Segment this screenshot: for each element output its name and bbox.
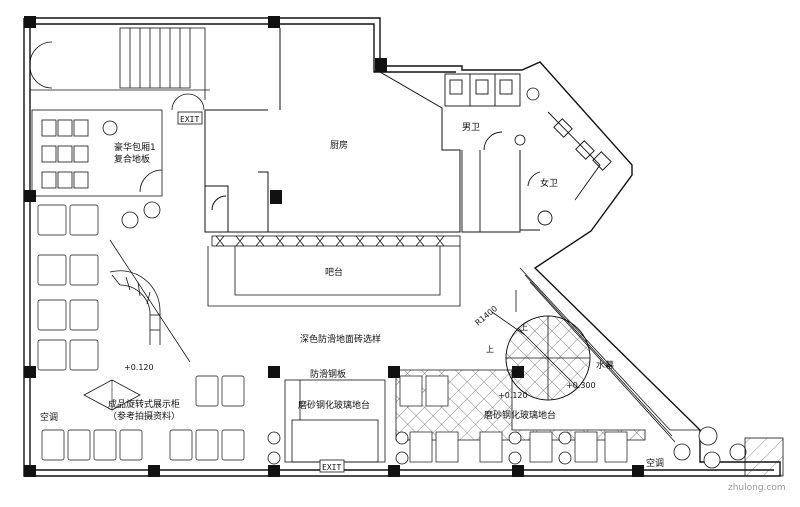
vip-room [31,109,163,197]
ac-left-label: 空调 [40,411,58,423]
up-arrow-label-1: 上 [520,323,528,332]
glass-platform-right [395,369,646,463]
kitchen [204,28,461,233]
up-arrow-label-2: 上 [486,345,494,354]
kitchen-label: 厨房 [330,139,348,151]
exit-sign-bottom: EXIT [322,463,341,472]
display-cabinet-label: 成品旋转式展示柜 [108,398,180,410]
womens-wc-label: 女卫 [540,177,558,189]
anti-slip-steel-label: 防滑钢板 [310,368,346,380]
mens-wc-label: 男卫 [462,122,480,133]
glass-platform-center [284,379,386,463]
elevation-right: +0.300 [566,381,596,390]
frosted-glass-center-label: 磨砂钢化玻璃地台 [298,399,370,411]
exit-sign-top-box [177,111,203,125]
plants [102,87,747,469]
entry-doors [29,40,210,111]
round-platform [491,311,591,401]
restrooms [444,73,612,233]
water-curtain-label: 水幕 [596,359,614,371]
stair-top [119,27,206,100]
corner-marker [83,379,784,477]
radius-label: R1400 [474,304,500,328]
frosted-glass-right-label: 磨砂钢化玻璃地台 [484,409,556,421]
vip-room-label: 豪华包厢1 [114,141,156,153]
floor-tile-label: 深色防滑地面砖选样 [300,333,381,345]
bar-counter [207,235,461,307]
display-cabinet-note: （参考拍摄资料） [108,410,180,422]
spiral-stair [109,239,191,363]
water-curtain [515,267,700,443]
left-seating [37,204,245,461]
ac-right-label: 空调 [646,457,664,469]
elevation-left: +0.120 [124,363,154,372]
bar-label: 吧台 [325,266,343,278]
watermark: zhulong.com [728,483,786,493]
elevation-center: +0.120 [498,391,528,400]
floor-composite-label: 复合地板 [114,153,150,165]
exit-sign-top: EXIT [180,115,199,124]
exit-sign-bottom-box [319,459,345,473]
